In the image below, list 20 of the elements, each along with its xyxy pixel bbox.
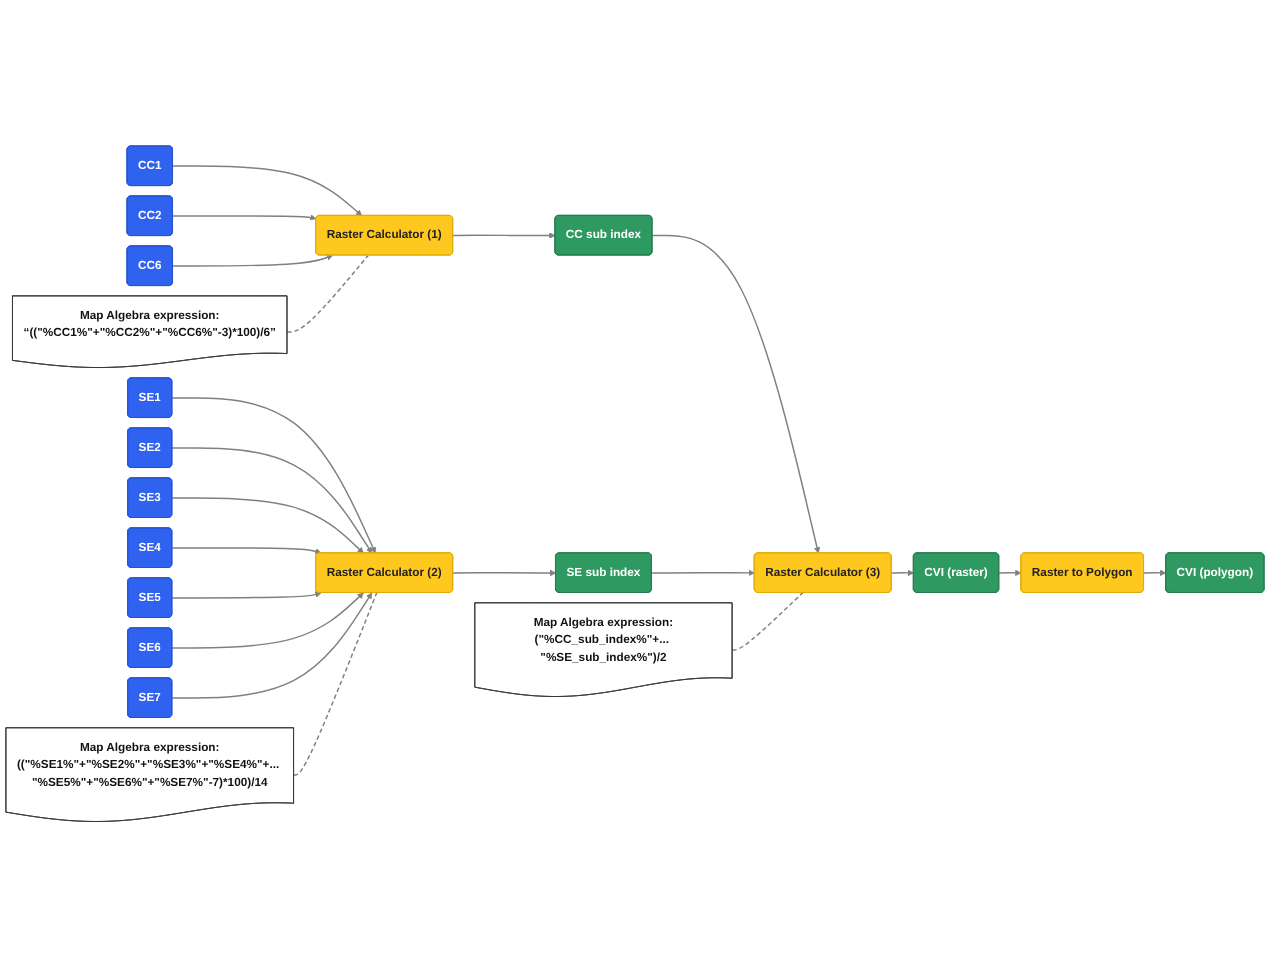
arrow xyxy=(171,396,377,553)
arrow xyxy=(172,213,317,220)
arrow xyxy=(890,568,914,576)
arrow xyxy=(172,253,334,267)
arrow xyxy=(171,496,364,553)
arrow xyxy=(452,569,557,576)
arrow xyxy=(1143,568,1167,576)
arrow xyxy=(998,568,1022,576)
arrow xyxy=(171,591,364,649)
connector xyxy=(293,591,378,776)
arrow xyxy=(452,231,556,239)
connector xyxy=(731,591,804,651)
arrow xyxy=(171,591,373,699)
arrow xyxy=(651,234,821,553)
arrow xyxy=(172,164,363,216)
connector xyxy=(286,254,369,333)
arrow xyxy=(171,590,322,599)
arrow xyxy=(651,568,755,576)
arrow xyxy=(171,446,373,553)
arrow xyxy=(171,546,322,554)
